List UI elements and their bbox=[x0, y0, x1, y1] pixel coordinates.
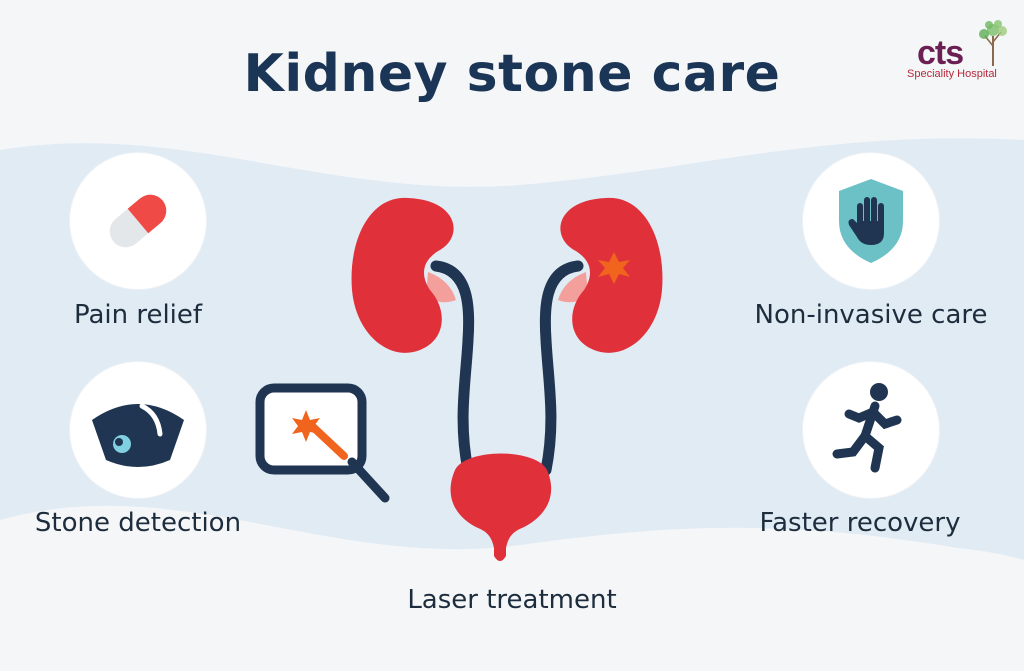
right-ureter bbox=[539, 260, 584, 476]
pain-relief-label: Pain relief bbox=[73, 300, 203, 330]
pill-capsule-icon bbox=[109, 194, 167, 248]
faster-recovery-label: Faster recovery bbox=[759, 508, 961, 538]
left-kidney bbox=[351, 197, 454, 353]
tree-icon bbox=[979, 20, 1007, 66]
laser-treatment-label: Laser treatment bbox=[407, 585, 617, 615]
pain-relief-circle bbox=[70, 153, 206, 289]
left-ureter bbox=[430, 260, 475, 476]
non-invasive-circle bbox=[803, 153, 939, 289]
stone-detection-label: Stone detection bbox=[34, 508, 242, 538]
shield-hand-icon bbox=[839, 179, 903, 263]
laser-magnifier-icon bbox=[255, 383, 390, 503]
stone-detection-circle bbox=[70, 362, 206, 498]
logo-letters: cts bbox=[917, 34, 964, 72]
page-title: Kidney stone care bbox=[243, 44, 781, 104]
running-person-icon bbox=[832, 383, 902, 473]
faster-recovery-circle bbox=[803, 362, 939, 498]
logo-subtitle: Speciality Hospital bbox=[907, 68, 997, 80]
bladder bbox=[450, 453, 552, 561]
non-invasive-label: Non-invasive care bbox=[754, 300, 988, 330]
kidney-stone-burst-icon bbox=[598, 252, 630, 284]
ultrasound-icon bbox=[92, 403, 184, 467]
hospital-logo: cts Speciality Hospital bbox=[905, 18, 1015, 88]
